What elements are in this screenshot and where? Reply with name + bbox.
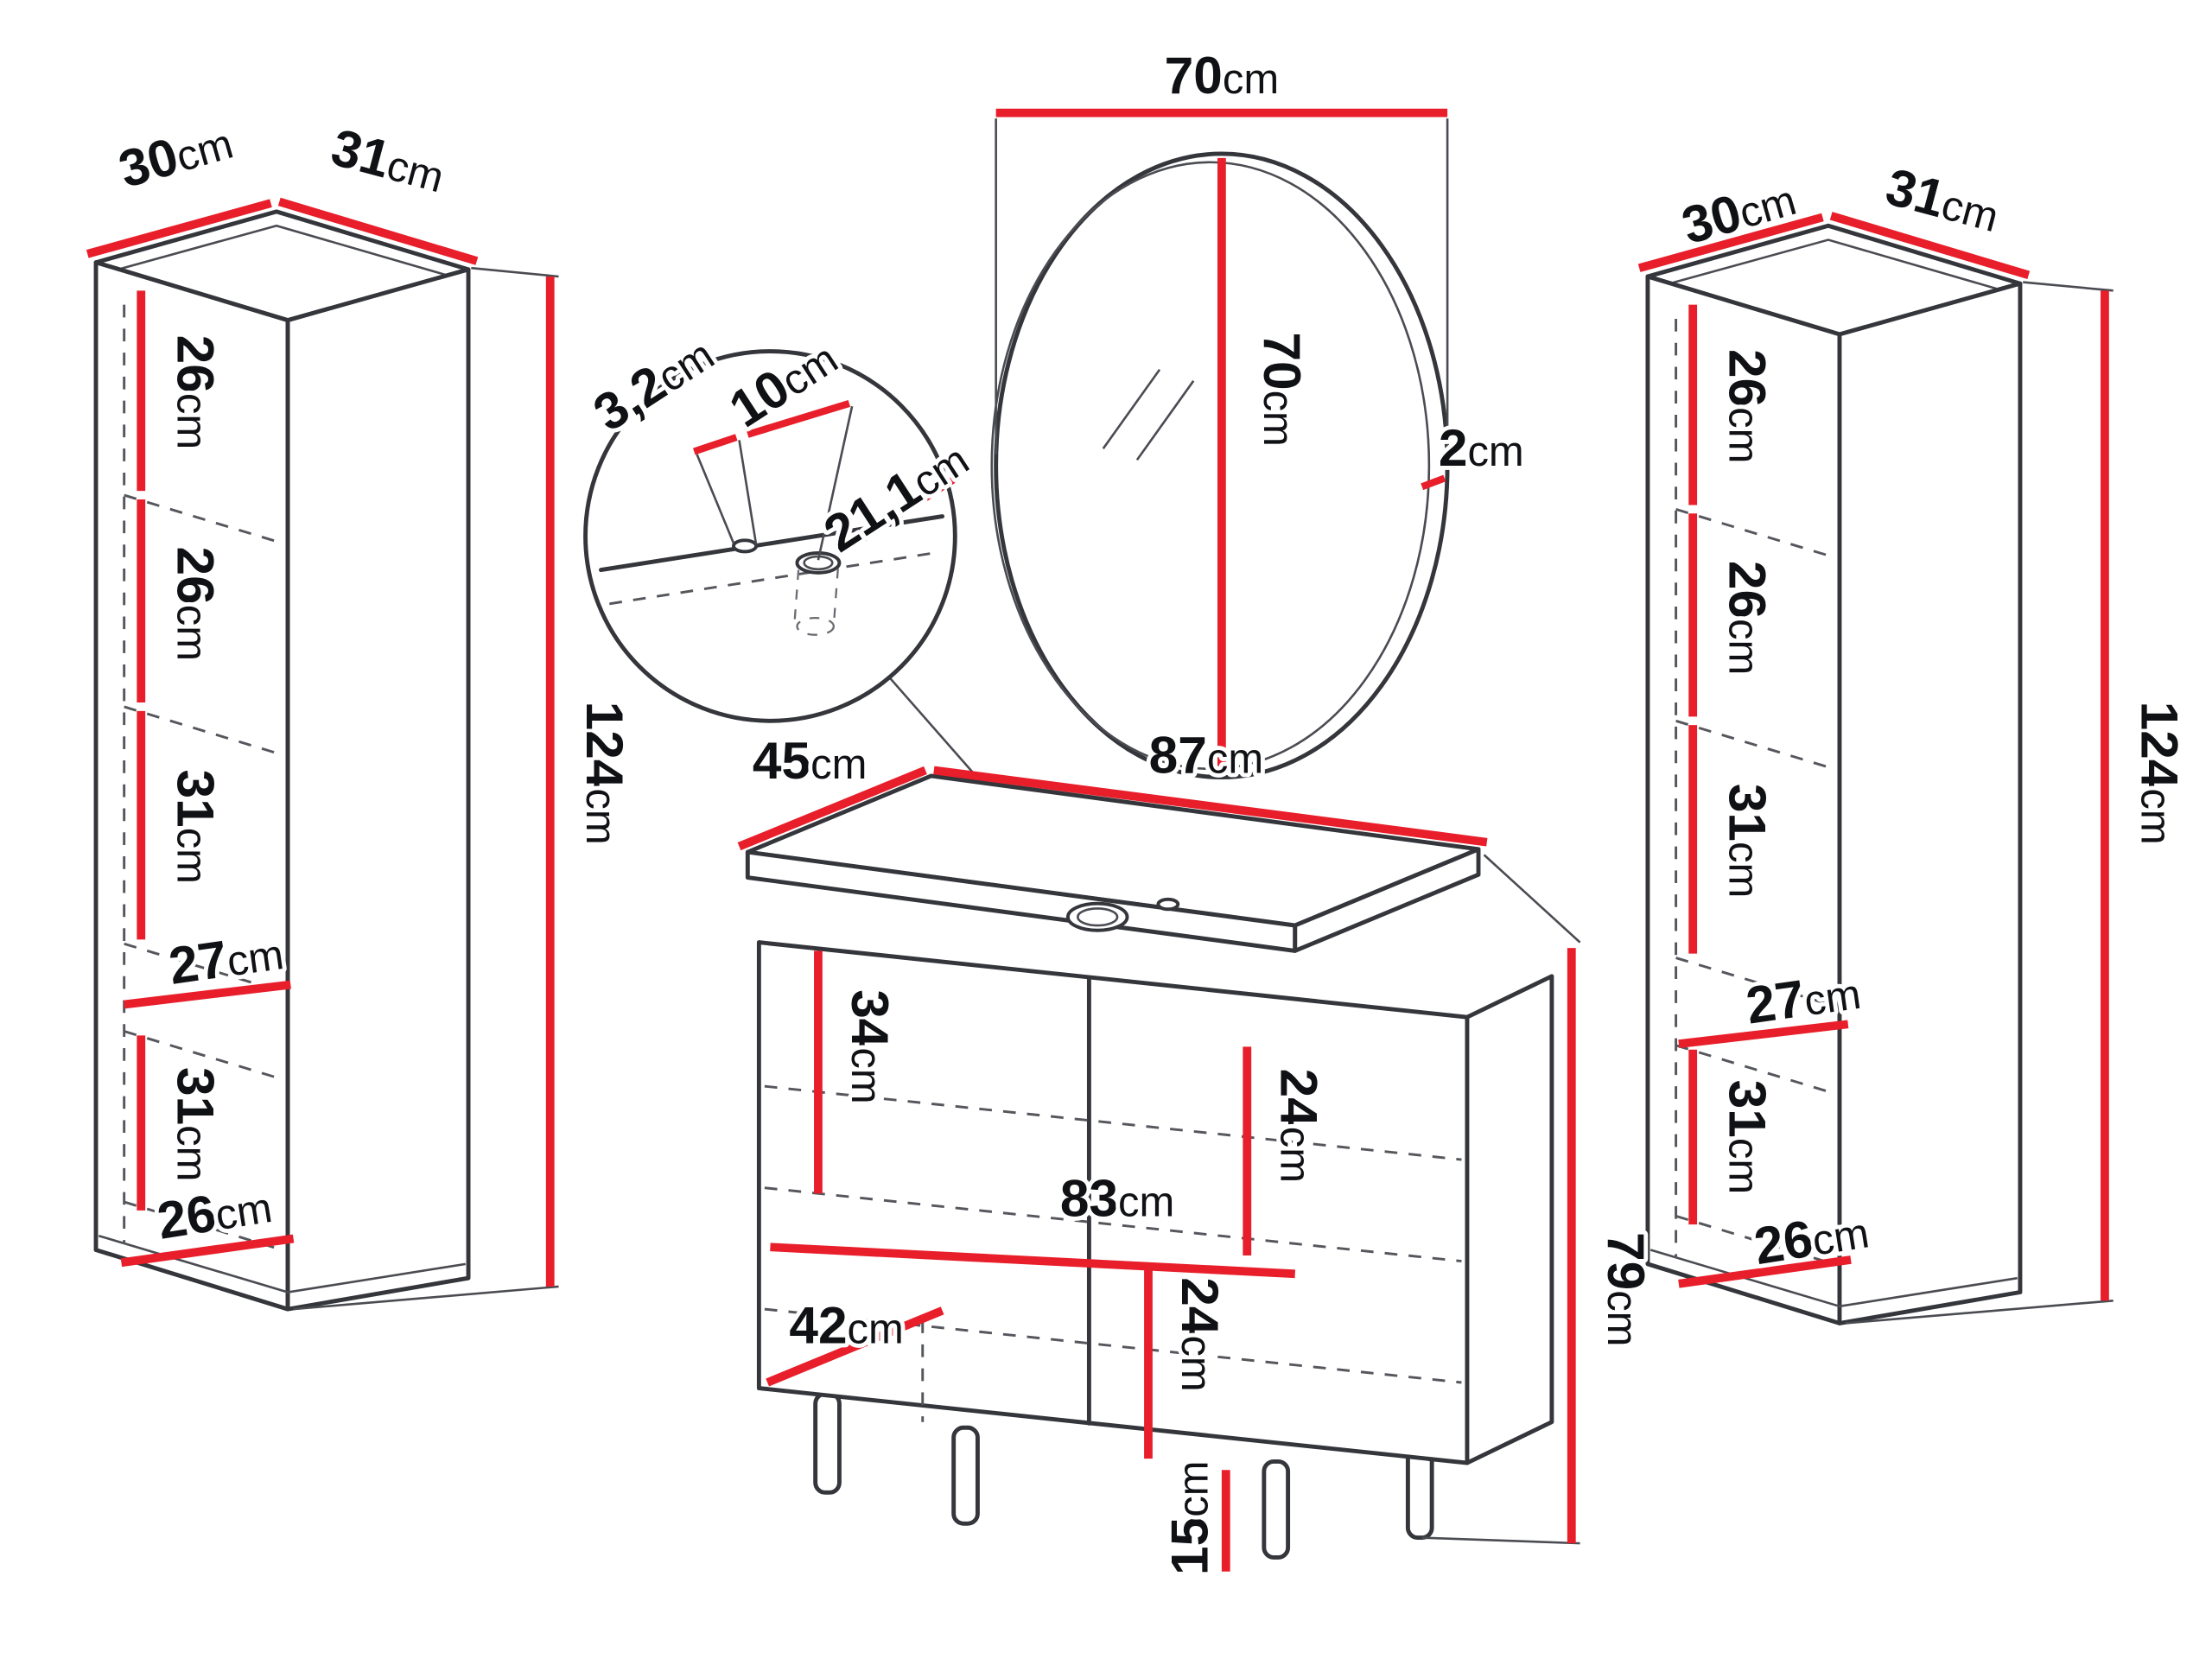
detail-circle [583, 349, 957, 723]
detail-guide-2 [738, 440, 758, 545]
left-cabinet-height-ext-top [471, 266, 559, 278]
left-cabinet-shelf-dashed-2 [124, 705, 283, 756]
detail-hole-bottom-dashed [796, 616, 836, 636]
left-cabinet-shelf-dashed-3 [124, 942, 283, 994]
vanity-drawing: 45cm 87cm 34cm 24cm 83cm 24cm 42cm 79cm … [737, 721, 1660, 1580]
vanity-interior-dashed-2 [764, 1307, 1462, 1384]
right-cabinet-height-label: 124cm [2130, 702, 2189, 845]
detail-hole-depth-dashed-1 [793, 569, 800, 626]
right-cabinet-top-inset-line [1664, 238, 2004, 292]
vanity-leg-3 [1262, 1459, 1291, 1560]
left-cabinet-shelf-dashed-1 [124, 493, 283, 544]
vanity-width-dim-line [933, 766, 1488, 847]
detail-guide-1 [696, 454, 735, 544]
right-cabinet-section2-label: 26cm [1719, 561, 1777, 675]
mirror-depth-label: 2cm [1439, 418, 1524, 477]
right-cabinet-height-ext-bottom [1845, 1300, 2113, 1325]
right-cabinet-shelf-dashed-5 [1675, 1214, 1834, 1266]
mirror-depth-dim-line [1421, 474, 1446, 491]
left-cabinet-shelf-dashed-5 [124, 1200, 283, 1251]
vanity-leg-height-label: 15cm [1160, 1461, 1219, 1575]
right-cabinet-section4-dim-line [1678, 1020, 1849, 1049]
right-cabinet-bottom-inset-line [1649, 1249, 2018, 1308]
vanity-shelf-dashed [764, 1186, 1462, 1263]
vanity-upper-right-label: 24cm [1269, 1069, 1328, 1183]
right-cabinet-side-face [1837, 281, 2023, 1325]
mirror-drawing: 70cm 70cm 2cm [990, 41, 1529, 780]
right-cabinet-shelf-dashed-3 [1675, 957, 1834, 1007]
right-cabinet-section1-label: 26cm [1719, 349, 1777, 463]
right-cabinet-section6-dim-line [1678, 1255, 1852, 1288]
left-cabinet-top-width-label: 30cm [112, 111, 238, 199]
mirror-inner-ellipse [990, 161, 1431, 771]
left-cabinet-drawing: 30cm 31cm 124cm 26cm 26cm 31cm 27cm 31cm… [86, 111, 639, 1312]
vanity-width-label: 87cm [1149, 726, 1263, 785]
vanity-inner-width-dim-line [770, 1243, 1296, 1279]
detail-hole-spacing-dim-line [747, 400, 851, 438]
vanity-height-label: 79cm [1597, 1232, 1656, 1346]
right-cabinet-section4-label: 27cm [1743, 961, 1865, 1035]
right-cabinet-section3-label: 31cm [1719, 784, 1777, 898]
left-cabinet-section5-label: 31cm [167, 1067, 226, 1181]
right-cabinet-top-width-dim-line [1637, 213, 1824, 272]
left-cabinet-top-depth-dim-line [277, 197, 479, 265]
vanity-depth-dim-line [737, 766, 927, 851]
right-cabinet-top-depth-label: 31cm [1880, 156, 2006, 243]
vanity-counter-side-face [1293, 847, 1481, 953]
vanity-body-side-face [1465, 974, 1554, 1465]
vanity-height-ext-top [1483, 854, 1581, 944]
vanity-lower-width-label: 42cm [789, 1295, 903, 1354]
left-cabinet-section4-dim-line [124, 980, 291, 1009]
detail-hole-depth-dashed-2 [832, 568, 839, 626]
vanity-upper-height-label: 34cm [841, 989, 899, 1103]
vanity-lower-height-label: 24cm [1171, 1277, 1230, 1391]
vanity-faucet-hole-inner [1077, 907, 1119, 927]
detail-hole-offset-dim-line [838, 476, 956, 556]
detail-hole-diameter-dim-line [692, 434, 738, 455]
left-cabinet-shelf-dashed-4 [124, 1030, 283, 1081]
left-cabinet-section3-label: 31cm [167, 770, 226, 884]
vanity-height-ext-bottom [1421, 1536, 1580, 1545]
mirror-height-label: 70cm [1253, 332, 1312, 446]
right-cabinet-shelf-dashed-4 [1675, 1044, 1834, 1095]
vanity-lower-width-dim-line [766, 1306, 944, 1387]
left-cabinet-top-depth-label: 31cm [326, 117, 452, 203]
left-cabinet-section2-label: 26cm [167, 547, 226, 661]
left-cabinet-section1-label: 26cm [167, 335, 226, 449]
right-cabinet-top-depth-dim-line [1829, 212, 2031, 280]
detail-guide-3 [817, 405, 854, 561]
vanity-leg-1 [813, 1391, 842, 1495]
mirror-shine-line-1 [1102, 368, 1161, 449]
vanity-inner-width-label: 83cm [1060, 1168, 1174, 1227]
left-cabinet-top-inset-line [112, 224, 452, 278]
vanity-interior-dashed-1 [764, 1084, 1462, 1161]
vanity-depth-label: 45cm [753, 731, 867, 790]
left-cabinet-section6-dim-line [120, 1234, 295, 1268]
right-cabinet-shelf-dashed-1 [1675, 507, 1834, 559]
detail-small-hole [732, 538, 759, 554]
left-cabinet-top-width-dim-line [86, 199, 272, 258]
vanity-leg-2 [951, 1425, 980, 1526]
mirror-shine-line-2 [1135, 380, 1195, 461]
detail-counter-hidden-edge [609, 551, 935, 606]
left-cabinet-side-face [285, 267, 471, 1312]
right-cabinet-height-ext-top [2023, 281, 2113, 292]
right-cabinet-section6-label: 26cm [1751, 1199, 1872, 1275]
right-cabinet-drawing: 30cm 31cm 124cm 26cm 26cm 31cm 27cm 31cm… [1637, 152, 2193, 1325]
left-cabinet-height-ext-bottom [293, 1285, 559, 1311]
vanity-overflow-hole [1156, 897, 1180, 912]
mirror-width-label: 70cm [1165, 46, 1279, 105]
right-cabinet-section5-label: 31cm [1719, 1080, 1777, 1194]
right-cabinet-shelf-dashed-2 [1675, 719, 1834, 771]
left-cabinet-height-label: 124cm [575, 702, 634, 845]
